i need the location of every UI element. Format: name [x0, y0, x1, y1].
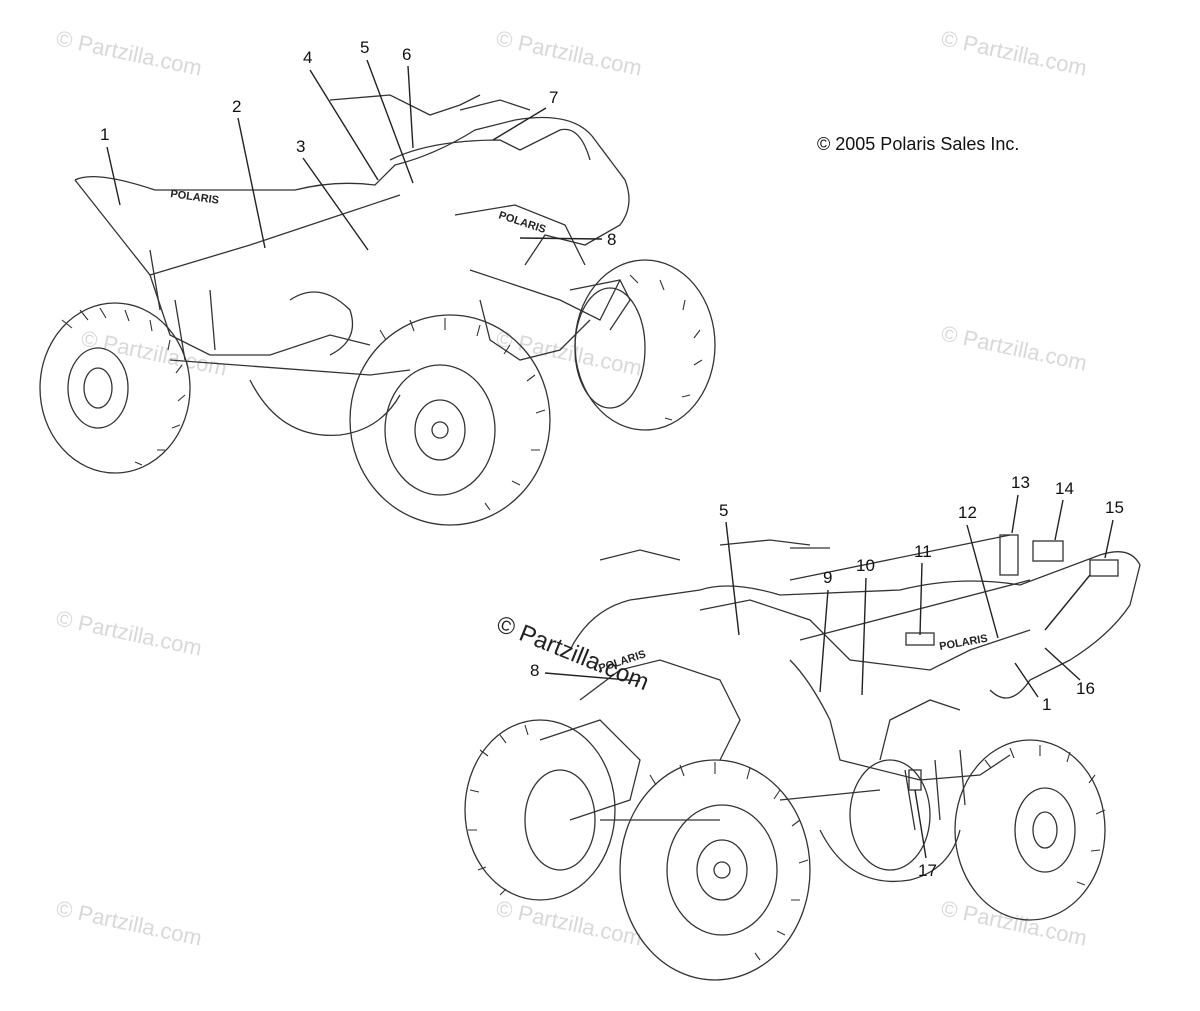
callout-label: 9 — [823, 568, 832, 587]
callout-label: 6 — [402, 45, 411, 64]
callout-label: 14 — [1055, 479, 1074, 498]
wheel — [39, 302, 191, 474]
watermark: © Partzilla.com — [494, 325, 644, 380]
decal-14 — [1032, 540, 1064, 562]
rear-fender — [74, 116, 630, 266]
callout-label: 16 — [1076, 679, 1095, 698]
decal-logo: POLARIS — [170, 188, 220, 207]
front-fender — [569, 551, 1141, 699]
bottom-callouts: 5 8 9 10 11 12 13 14 15 16 1 17 — [530, 473, 1124, 880]
callout-label: 10 — [856, 556, 875, 575]
watermark: © Partzilla.com — [54, 25, 204, 80]
wheel — [249, 379, 401, 437]
callout-label: 1 — [100, 125, 109, 144]
copyright-notice: © 2005 Polaris Sales Inc. — [817, 134, 1019, 154]
wheel — [819, 759, 961, 882]
watermark: © Partzilla.com — [939, 895, 1089, 950]
callout-label: 2 — [232, 97, 241, 116]
callout-label: 12 — [958, 503, 977, 522]
wheel — [619, 759, 811, 981]
wheel — [574, 259, 716, 431]
atv-top-illustration: POLARIS POLARIS — [39, 94, 716, 526]
callout-label: 13 — [1011, 473, 1030, 492]
callout-label: 11 — [914, 542, 932, 561]
watermark: © Partzilla.com — [494, 25, 644, 80]
watermark: © Partzilla.com — [939, 320, 1089, 375]
callout-label: 17 — [918, 861, 937, 880]
callout-label: 7 — [549, 88, 558, 107]
wheel — [349, 314, 551, 526]
callout-label: 8 — [607, 230, 616, 249]
callout-label: 15 — [1105, 498, 1124, 517]
top-callouts: 1 2 3 4 5 6 7 8 — [100, 38, 616, 251]
watermark: © Partzilla.com — [494, 895, 644, 950]
decal-logo: POLARIS — [497, 209, 547, 236]
watermark: © Partzilla.com — [939, 25, 1089, 80]
watermark: © Partzilla.com — [54, 895, 204, 950]
wheel — [464, 719, 616, 901]
watermarks: © Partzilla.com © Partzilla.com © Partzi… — [54, 25, 1089, 950]
watermark: © Partzilla.com — [54, 605, 204, 660]
callout-label: 3 — [296, 137, 305, 156]
callout-label: 1 — [1042, 695, 1051, 714]
decal-15 — [1089, 559, 1119, 577]
callout-label: 4 — [303, 48, 312, 67]
callout-label: 5 — [719, 501, 728, 520]
decal-13 — [999, 534, 1019, 576]
callout-label: 8 — [530, 661, 539, 680]
wheel — [954, 739, 1106, 921]
callout-label: 5 — [360, 38, 369, 57]
decal-logo: POLARIS — [938, 633, 988, 653]
